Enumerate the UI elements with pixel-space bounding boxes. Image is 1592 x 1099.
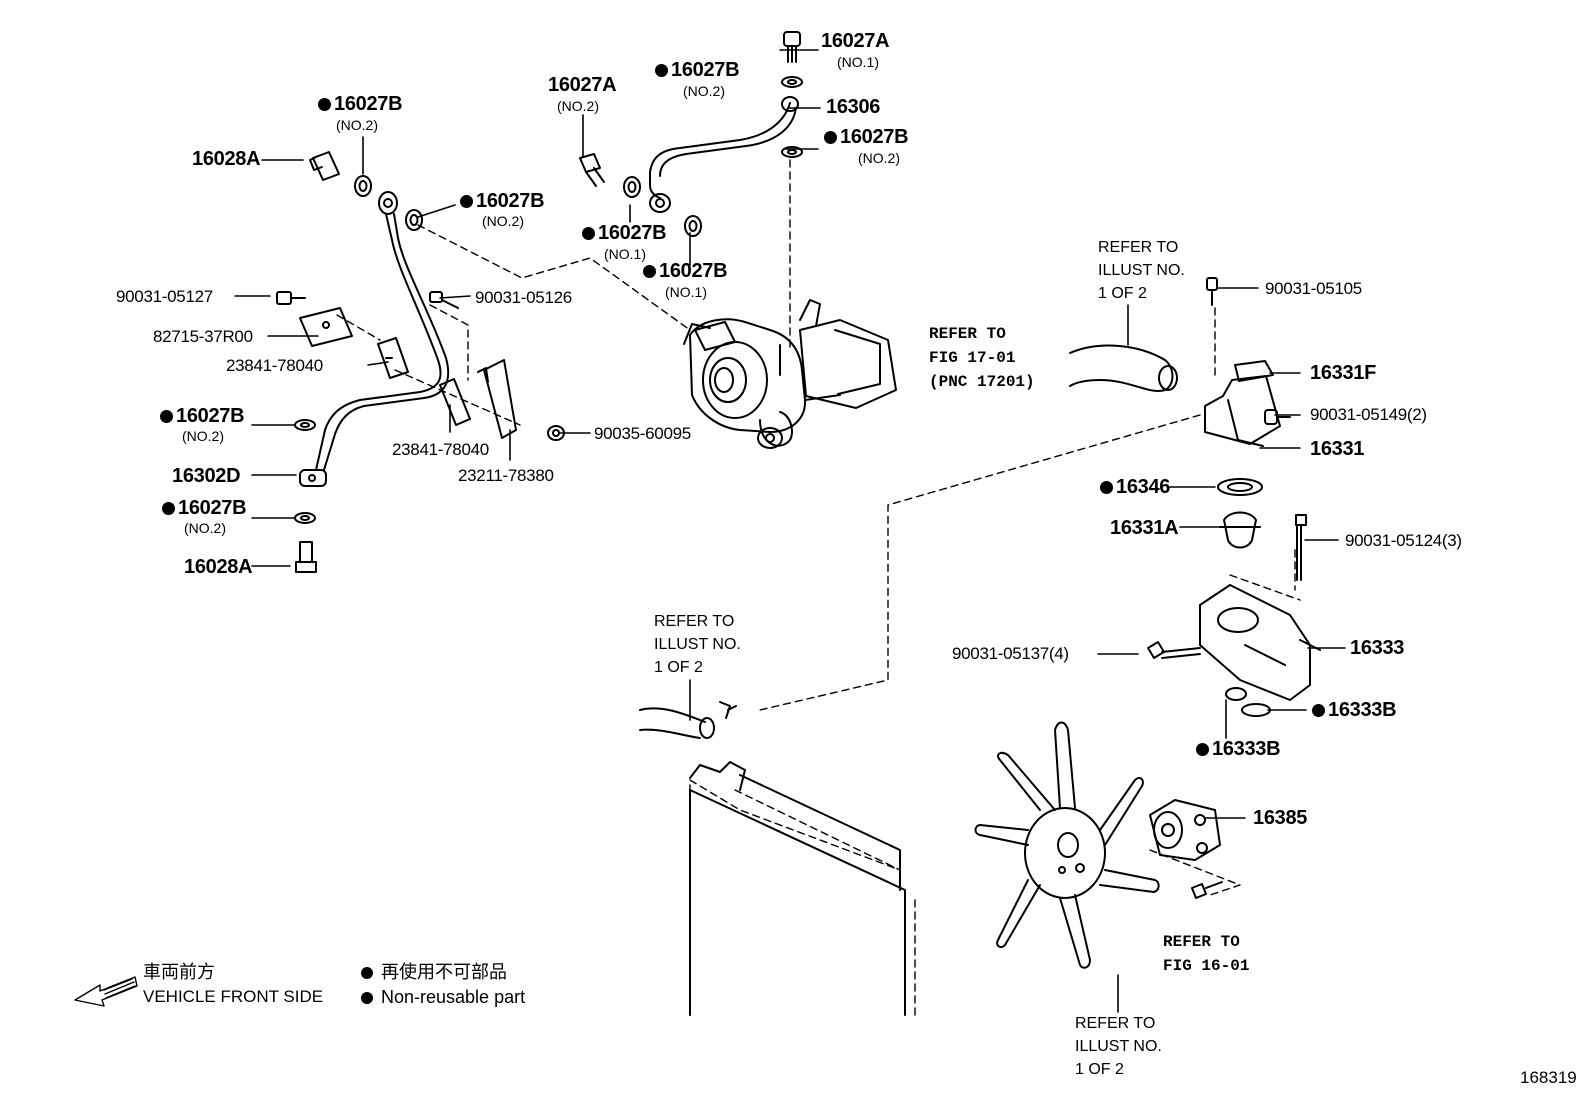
part-label-text: 16027B — [598, 222, 667, 244]
nonreusable-dot-icon — [655, 64, 668, 77]
part-label-nonreusable: 16346 — [1100, 476, 1170, 498]
turbo-brackets — [429, 291, 565, 441]
refer-illust-note: REFER TO ILLUST NO. 1 OF 2 — [1075, 1015, 1162, 1078]
part-label: 90031-05127 — [116, 287, 213, 306]
part-label: 16302D — [172, 465, 241, 487]
nonreusable-dot-icon — [361, 967, 373, 979]
part-label: 23841-78040 — [226, 356, 323, 375]
nonreusable-dot-icon — [1196, 743, 1209, 756]
nonreusable-dot-icon — [1100, 481, 1113, 494]
refer-illust-note: REFER TO ILLUST NO. 1 OF 2 — [1098, 239, 1185, 302]
vehicle-front-arrow — [74, 976, 138, 1007]
cooling-fan — [974, 721, 1223, 969]
water-outlet-group — [1147, 277, 1321, 717]
part-label: 23211-78380 — [458, 466, 554, 485]
refer-fig-17-note: REFER TO FIG 17-01 (PNC 17201) — [929, 325, 1035, 391]
refer-illust-note: REFER TO ILLUST NO. 1 OF 2 — [654, 613, 741, 676]
nonreusable-dot-icon — [162, 502, 175, 515]
part-label-text: 16027B — [840, 126, 909, 148]
legend-nonreusable-en: Non-reusable part — [361, 985, 525, 1009]
nonreusable-dot-icon — [318, 98, 331, 111]
part-label-nonreusable: 16027B — [162, 497, 247, 519]
part-sublabel: (NO.2) — [858, 150, 900, 166]
part-sublabel: (NO.2) — [683, 83, 725, 99]
part-label: 90031-05137(4) — [952, 644, 1069, 663]
part-label-text: 16027B — [659, 260, 728, 282]
part-sublabel: (NO.1) — [665, 284, 707, 300]
part-label-nonreusable: 16027B — [655, 59, 740, 81]
part-label: 90031-05124(3) — [1345, 531, 1462, 550]
legend-front-en: VEHICLE FRONT SIDE — [143, 987, 324, 1006]
legend-text: 再使用不可部品 — [381, 962, 507, 982]
part-sublabel: (NO.2) — [482, 213, 524, 229]
part-label-nonreusable: 16333B — [1196, 738, 1281, 760]
nonreusable-dot-icon — [460, 195, 473, 208]
upper-radiator-hose — [1069, 344, 1178, 392]
dashed-guides — [336, 159, 1301, 1016]
part-label-text: 16027B — [178, 497, 247, 519]
nonreusable-dot-icon — [824, 131, 837, 144]
part-label: 90035-60095 — [594, 424, 691, 443]
part-label-nonreusable: 16333B — [1312, 699, 1397, 721]
part-label: 16331 — [1310, 438, 1365, 460]
left-pipe-assembly — [276, 151, 450, 573]
part-label-text: 16027B — [176, 405, 245, 427]
part-label: 16306 — [826, 96, 881, 118]
nonreusable-dot-icon — [361, 992, 373, 1004]
part-sublabel: (NO.2) — [182, 428, 224, 444]
part-label-nonreusable: 16027B — [824, 126, 909, 148]
part-label-text: 16027B — [671, 59, 740, 81]
part-label: 16028A — [192, 148, 261, 170]
part-sublabel: (NO.2) — [557, 98, 599, 114]
part-label: 16027A — [821, 30, 890, 52]
lower-radiator-hose — [639, 701, 737, 739]
part-label-nonreusable: 16027B — [160, 405, 245, 427]
part-label-text: 16333B — [1328, 699, 1397, 721]
part-sublabel: (NO.1) — [604, 246, 646, 262]
nonreusable-dot-icon — [582, 227, 595, 240]
part-label: 16028A — [184, 556, 253, 578]
turbocharger — [683, 299, 897, 449]
part-label: 90031-05105 — [1265, 279, 1362, 298]
nonreusable-dot-icon — [160, 410, 173, 423]
part-label-nonreusable: 16027B — [643, 260, 728, 282]
part-label-nonreusable: 16027B — [318, 93, 403, 115]
part-label: 23841-78040 — [392, 440, 489, 459]
part-label: 90031-05149(2) — [1310, 405, 1427, 424]
nonreusable-dot-icon — [1312, 704, 1325, 717]
diagram-id: 168319 — [1520, 1068, 1577, 1087]
part-label-text: 16333B — [1212, 738, 1281, 760]
part-sublabel: (NO.2) — [184, 520, 226, 536]
legend-front-jp: 車両前方 — [143, 962, 215, 982]
part-sublabel: (NO.2) — [336, 117, 378, 133]
nonreusable-dot-icon — [643, 265, 656, 278]
top-fasteners — [579, 31, 803, 237]
part-label-nonreusable: 16027B — [460, 190, 545, 212]
leader-lines — [234, 49, 1346, 1013]
legend-text: Non-reusable part — [381, 987, 526, 1007]
part-label: 16331A — [1110, 517, 1179, 539]
part-label: 16385 — [1253, 807, 1308, 829]
part-label: 90031-05126 — [475, 288, 572, 307]
part-label: 16027A — [548, 74, 617, 96]
part-label: 82715-37R00 — [153, 327, 253, 346]
refer-fig-16-note: REFER TO FIG 16-01 — [1163, 933, 1250, 975]
radiator-outline — [689, 761, 906, 1016]
part-label-nonreusable: 16027B — [582, 222, 667, 244]
legend-nonreusable-jp: 再使用不可部品 — [361, 960, 507, 984]
part-label-text: 16027B — [334, 93, 403, 115]
part-label: 16331F — [1310, 362, 1377, 384]
oil-inlet-pipe — [649, 96, 799, 213]
part-sublabel: (NO.1) — [837, 54, 879, 70]
part-label-text: 16346 — [1116, 476, 1171, 498]
part-label: 16333 — [1350, 637, 1405, 659]
part-label-text: 16027B — [476, 190, 545, 212]
